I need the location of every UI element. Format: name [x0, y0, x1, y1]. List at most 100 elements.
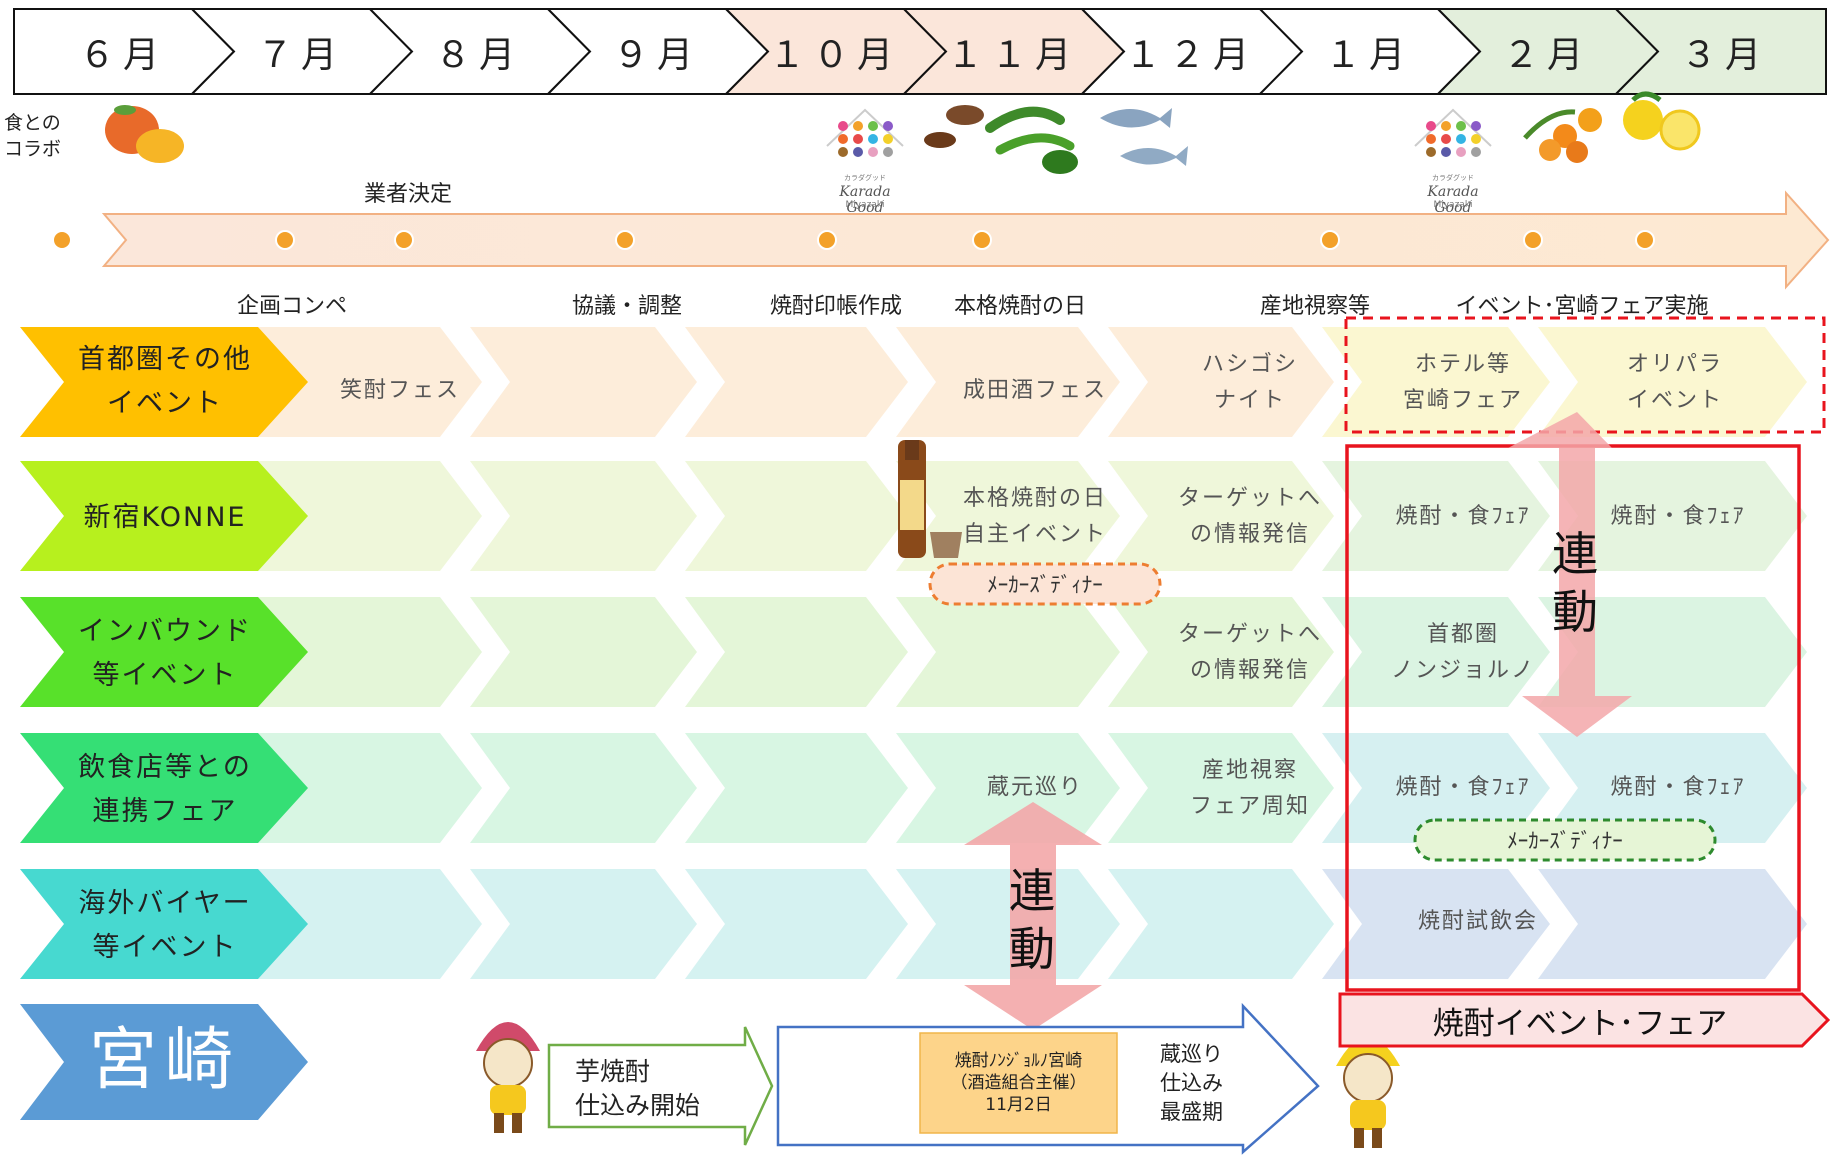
- cell-shochu-fes: 笑酎フェス: [339, 378, 460, 403]
- row-cell-background: [258, 869, 482, 979]
- row-cell-background: [1538, 597, 1807, 707]
- cell-hotel-miyazaki-fair: ホテル等 宮崎フェア: [1402, 352, 1523, 413]
- timeline-dot: [615, 230, 635, 250]
- logo1-dot-icon: [868, 134, 878, 144]
- row-cell-background: [685, 597, 908, 707]
- logo1-brand: Karada Good: [839, 184, 891, 216]
- link-arrow-center: [964, 802, 1102, 1030]
- row-cell-background: [1108, 733, 1334, 843]
- row-cell-background: [1538, 461, 1807, 571]
- cucumber-icon: [995, 133, 1075, 155]
- logo2-dot-icon: [1441, 121, 1451, 131]
- row-cell-background: [685, 733, 908, 843]
- timeline-arrow: [101, 190, 1830, 290]
- citrus2-icon: [1578, 108, 1602, 132]
- logo2-dot-icon: [1456, 134, 1466, 144]
- timeline-dot: [1635, 230, 1655, 250]
- cell-brewery-tour: 蔵元巡り: [986, 775, 1083, 800]
- cell-olympic-event: オリパラ イベント: [1626, 352, 1723, 413]
- cell-shochu-food-fair-4: 焼酎・食ﾌｪｱ: [1610, 775, 1746, 800]
- brewery-peak: 蔵巡り 仕込み 最盛期: [1160, 1042, 1223, 1124]
- row-cell-background: [685, 461, 908, 571]
- bean-icon: [985, 106, 1065, 133]
- bottle-neck-icon: [905, 440, 919, 460]
- month-label: １１月: [946, 34, 1079, 76]
- logo1-dot-icon: [853, 134, 863, 144]
- month-label: ９月: [612, 34, 701, 76]
- row-cell-background: [470, 597, 697, 707]
- logo2-brand: Karada Good: [1427, 184, 1479, 216]
- category-chevron: [20, 733, 308, 843]
- timeline-label-shochu-day: 本格焼酎の日: [953, 294, 1087, 319]
- logo1-dot-icon: [838, 134, 848, 144]
- row-cell-background: [896, 869, 1120, 979]
- mango-cube-icon: [136, 129, 184, 163]
- category-chevron: [20, 597, 308, 707]
- logo1-dot-icon: [883, 121, 893, 131]
- link-arrow-right: [1508, 412, 1632, 737]
- logo1-dot-icon: [838, 147, 848, 157]
- nonjorno-box: [919, 1032, 1118, 1134]
- mascot1-leg1-icon: [494, 1113, 504, 1133]
- nonjorno-miyazaki: 焼酎ﾉﾝｼﾞｮﾙﾉ宮崎 （酒造組合主催） 11月2日: [950, 1051, 1087, 1115]
- category-chevron: [20, 869, 308, 979]
- logo2-dot-icon: [1471, 121, 1481, 131]
- mascot1-face-icon: [483, 1038, 533, 1088]
- row-cell-background: [1538, 733, 1807, 843]
- citrus-leaf-icon: [1523, 109, 1576, 140]
- category-overseas-buyer: 海外バイヤー 等イベント: [78, 888, 252, 963]
- imo-start-arrow: [547, 1026, 774, 1146]
- logo1-dot-icon: [853, 147, 863, 157]
- timeline-label-site-visit: 産地視察等: [1259, 294, 1371, 319]
- cell-capital-nonjorno: 首都圏 ノンジョルノ: [1390, 622, 1535, 683]
- logo2-roof-icon: [1414, 108, 1492, 147]
- logo2-dot-icon: [1426, 134, 1436, 144]
- logo2-dot-icon: [1471, 134, 1481, 144]
- mascot1-leg2-icon: [512, 1113, 522, 1133]
- logo2-dot-icon: [1426, 147, 1436, 157]
- logo1-kana: カラダグッド: [844, 174, 886, 182]
- bottle-label-icon: [900, 480, 924, 530]
- imo-shochu-start: 芋焼酎 仕込み開始: [575, 1057, 701, 1120]
- logo1-dot-icon: [868, 121, 878, 131]
- category-capital-events: 首都圏その他 イベント: [78, 344, 252, 419]
- month-label: ８月: [434, 34, 523, 76]
- cell-narita-sake-fes: 成田酒フェス: [962, 378, 1107, 403]
- timeline-label-stamp: 焼酎印帳作成: [769, 294, 903, 319]
- category-chevron: [20, 461, 308, 571]
- row-cell-background: [1538, 327, 1807, 437]
- logo2-dot-icon: [1441, 134, 1451, 144]
- category-shinjuku-konne: 新宿KONNE: [83, 502, 247, 533]
- logo2-sub: Miyazaki: [1433, 200, 1473, 210]
- makers-dinner-oval-2: [1413, 818, 1717, 862]
- logo1-roof-icon: [826, 108, 904, 147]
- logo1-dot-icon: [868, 147, 878, 157]
- cell-shochu-tasting: 焼酎試飲会: [1417, 909, 1538, 934]
- logo2-dot-icon: [1456, 121, 1466, 131]
- cell-shochu-food-fair-1: 焼酎・食ﾌｪｱ: [1395, 504, 1531, 529]
- timeline-label-event: イベント･宮崎フェア実施: [1455, 294, 1709, 319]
- logo2-dot-icon: [1426, 121, 1436, 131]
- logo1-dot-icon: [883, 147, 893, 157]
- category-chevron-miyazaki: [20, 1004, 308, 1120]
- category-restaurant-fair: 飲食店等との 連携フェア: [78, 752, 252, 827]
- logo2-dot-icon: [1441, 147, 1451, 157]
- logo1-sub: Miyazaki: [845, 200, 885, 210]
- event-fair-banner-label: 焼酎イベント･フェア: [1432, 1005, 1728, 1042]
- month-chevron: [1613, 8, 1827, 95]
- row-cell-background: [896, 327, 1120, 437]
- makers-dinner-oval-1-label: ﾒｰｶｰｽﾞﾃﾞｨﾅｰ: [987, 573, 1103, 597]
- row-cell-background: [1108, 461, 1334, 571]
- row-cell-background: [1108, 327, 1334, 437]
- cell-shochu-food-fair-2: 焼酎・食ﾌｪｱ: [1610, 504, 1746, 529]
- cell-hashigoshi-night: ハシゴシ ナイト: [1201, 352, 1298, 413]
- row-cell-background: [258, 597, 482, 707]
- timeline-label-coordination: 協議・調整: [571, 294, 683, 319]
- row-cell-background: [685, 869, 908, 979]
- cell-target-info-1: ターゲットへ の情報発信: [1177, 486, 1322, 547]
- cell-target-info-2: ターゲットへ の情報発信: [1177, 622, 1322, 683]
- mushroom-icon: [946, 105, 984, 125]
- row-cell-background: [896, 597, 1120, 707]
- row-cell-background: [1322, 461, 1550, 571]
